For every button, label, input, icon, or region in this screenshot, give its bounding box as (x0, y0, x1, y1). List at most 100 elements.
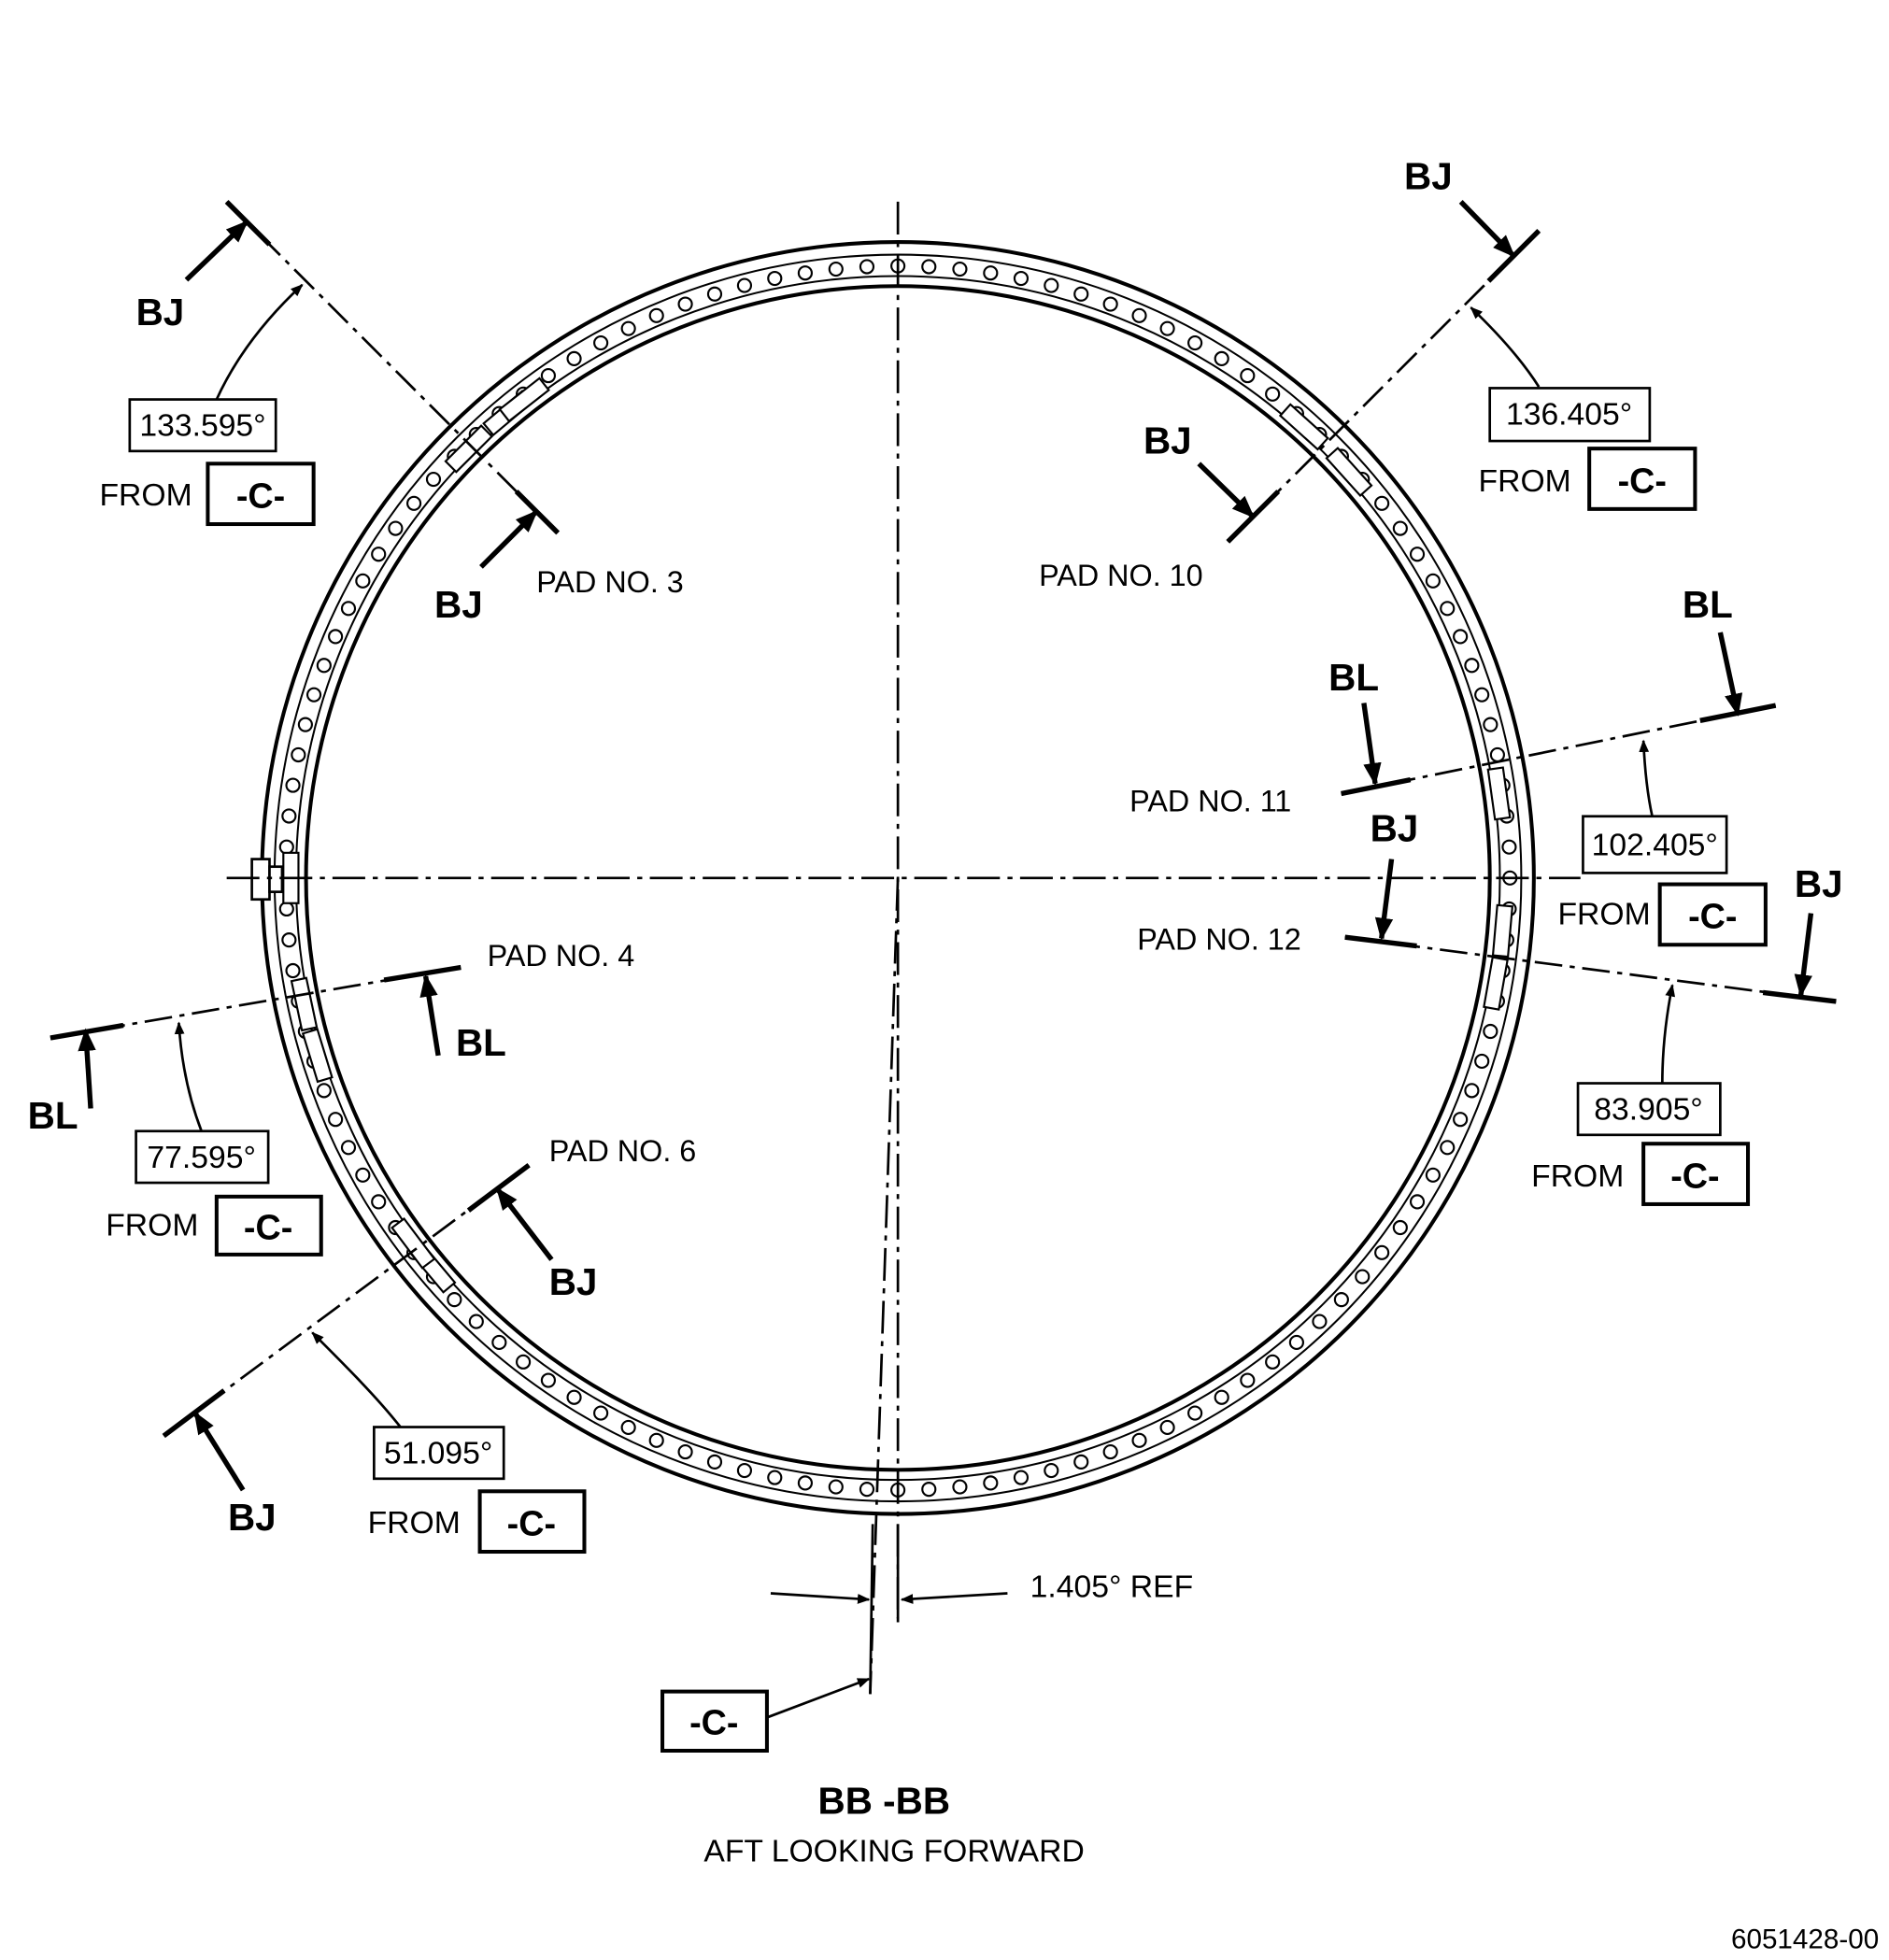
angle-136: 136.405° (1506, 397, 1632, 433)
pad-features (282, 376, 1514, 1294)
cooling-hole (491, 1334, 507, 1351)
cooling-hole (921, 1482, 937, 1498)
cooling-hole (767, 270, 783, 287)
cooling-hole (1483, 717, 1498, 732)
view-title: BB -BB (818, 1779, 951, 1822)
angle-102: 102.405° (1592, 828, 1718, 863)
angle-83: 83.905° (1594, 1092, 1703, 1128)
cooling-hole (297, 717, 313, 732)
cooling-hole (921, 259, 937, 275)
datum-label: -C- (236, 476, 285, 515)
cooling-hole (706, 1454, 723, 1470)
drawing-number: 6051428-00 (1731, 1924, 1879, 1955)
cooling-hole (1187, 1405, 1203, 1421)
cooling-hole (1453, 629, 1469, 645)
cooling-hole (767, 1470, 783, 1485)
from-label: FROM (99, 477, 192, 513)
section-label-bl: BL (1683, 583, 1733, 626)
datum-box (477, 1489, 587, 1555)
cooling-hole (593, 334, 609, 351)
cooling-hole (1265, 1354, 1281, 1370)
cooling-hole (1409, 547, 1426, 562)
pad-feature (301, 1028, 334, 1084)
cooling-hole (355, 1167, 371, 1183)
dimension-leaders (174, 283, 1676, 1720)
leader-133 (215, 283, 304, 401)
cooling-hole (540, 1372, 557, 1388)
cooling-hole (593, 1405, 609, 1421)
section-arrow (1374, 859, 1395, 941)
cooling-hole (1333, 1292, 1349, 1308)
section-arrow (495, 1186, 554, 1261)
cooling-hole (1187, 334, 1203, 351)
section-arrow (1794, 913, 1814, 998)
cooling-hole (677, 296, 693, 312)
cooling-hole (1288, 1334, 1304, 1351)
pad-label-6: PAD NO. 6 (549, 1134, 697, 1168)
from-label: FROM (1531, 1158, 1624, 1194)
cooling-hole (340, 1140, 357, 1156)
cooling-hole (736, 277, 753, 293)
cooling-hole (1312, 1314, 1328, 1329)
cooling-hole (1425, 573, 1441, 589)
cooling-hole (1474, 1053, 1490, 1070)
cooling-hole (706, 286, 723, 302)
section-label-bj: BJ (434, 583, 483, 626)
cooling-hole (468, 1314, 484, 1329)
cooling-hole (1102, 1444, 1118, 1460)
cooling-hole (952, 1479, 968, 1495)
cooling-hole (1483, 1023, 1498, 1040)
cooling-hole (566, 350, 582, 366)
angle-box-83 (1576, 1082, 1722, 1137)
cooling-hole (1102, 296, 1118, 312)
ring-assembly (250, 240, 1536, 1516)
datum-box (1641, 1142, 1751, 1206)
pad-label-4: PAD NO. 4 (488, 939, 635, 973)
section-label-bl: BL (1328, 656, 1379, 699)
section-label-bj: BJ (228, 1496, 277, 1539)
leader-77 (174, 1021, 203, 1132)
leader-102 (1639, 739, 1654, 817)
pad-feature (498, 376, 550, 423)
from-label: FROM (1557, 897, 1650, 932)
pad-label-12: PAD NO. 12 (1137, 923, 1301, 957)
section-label-bj: BJ (136, 291, 185, 334)
cooling-hole (736, 1462, 753, 1479)
from-label: FROM (368, 1505, 461, 1541)
cooling-hole (1073, 1454, 1089, 1470)
section-label-bj: BJ (1143, 419, 1192, 462)
ref-arrow-right (900, 1592, 1008, 1604)
ref-arrow-left (770, 1592, 871, 1604)
cooling-hole (1374, 495, 1390, 511)
cooling-hole (1501, 839, 1517, 855)
angle-133: 133.595° (139, 408, 265, 444)
ref-angle-label: 1.405° REF (1030, 1569, 1194, 1605)
cooling-hole (983, 1475, 999, 1491)
cooling-hole (797, 265, 813, 281)
cooling-hole (1409, 1194, 1426, 1210)
cooling-hole (620, 1419, 636, 1436)
cooling-hole (371, 1194, 387, 1210)
cooling-hole (278, 901, 294, 917)
section-arrow (184, 220, 249, 282)
leader-datum (765, 1677, 871, 1720)
view-subtitle: AFT LOOKING FORWARD (703, 1834, 1084, 1869)
tick (1344, 934, 1417, 949)
section-arrows (78, 200, 1814, 1492)
cooling-hole (648, 307, 664, 323)
cooling-hole (328, 629, 344, 645)
cooling-hole (1013, 270, 1030, 287)
pad-label-3: PAD NO. 3 (536, 565, 684, 599)
cooling-hole (1073, 286, 1089, 302)
datum-c-centerline (869, 877, 900, 1695)
cooling-hole (1392, 520, 1408, 536)
cooling-hole (859, 259, 875, 275)
cooling-hole (540, 368, 557, 384)
section-label-bl: BL (456, 1021, 506, 1064)
pad-feature (290, 976, 319, 1032)
cooling-hole (1131, 1432, 1147, 1448)
section-arrow (1361, 703, 1382, 787)
cooling-hole (1044, 1462, 1059, 1479)
cooling-hole (648, 1432, 664, 1448)
cooling-hole (1489, 746, 1505, 763)
